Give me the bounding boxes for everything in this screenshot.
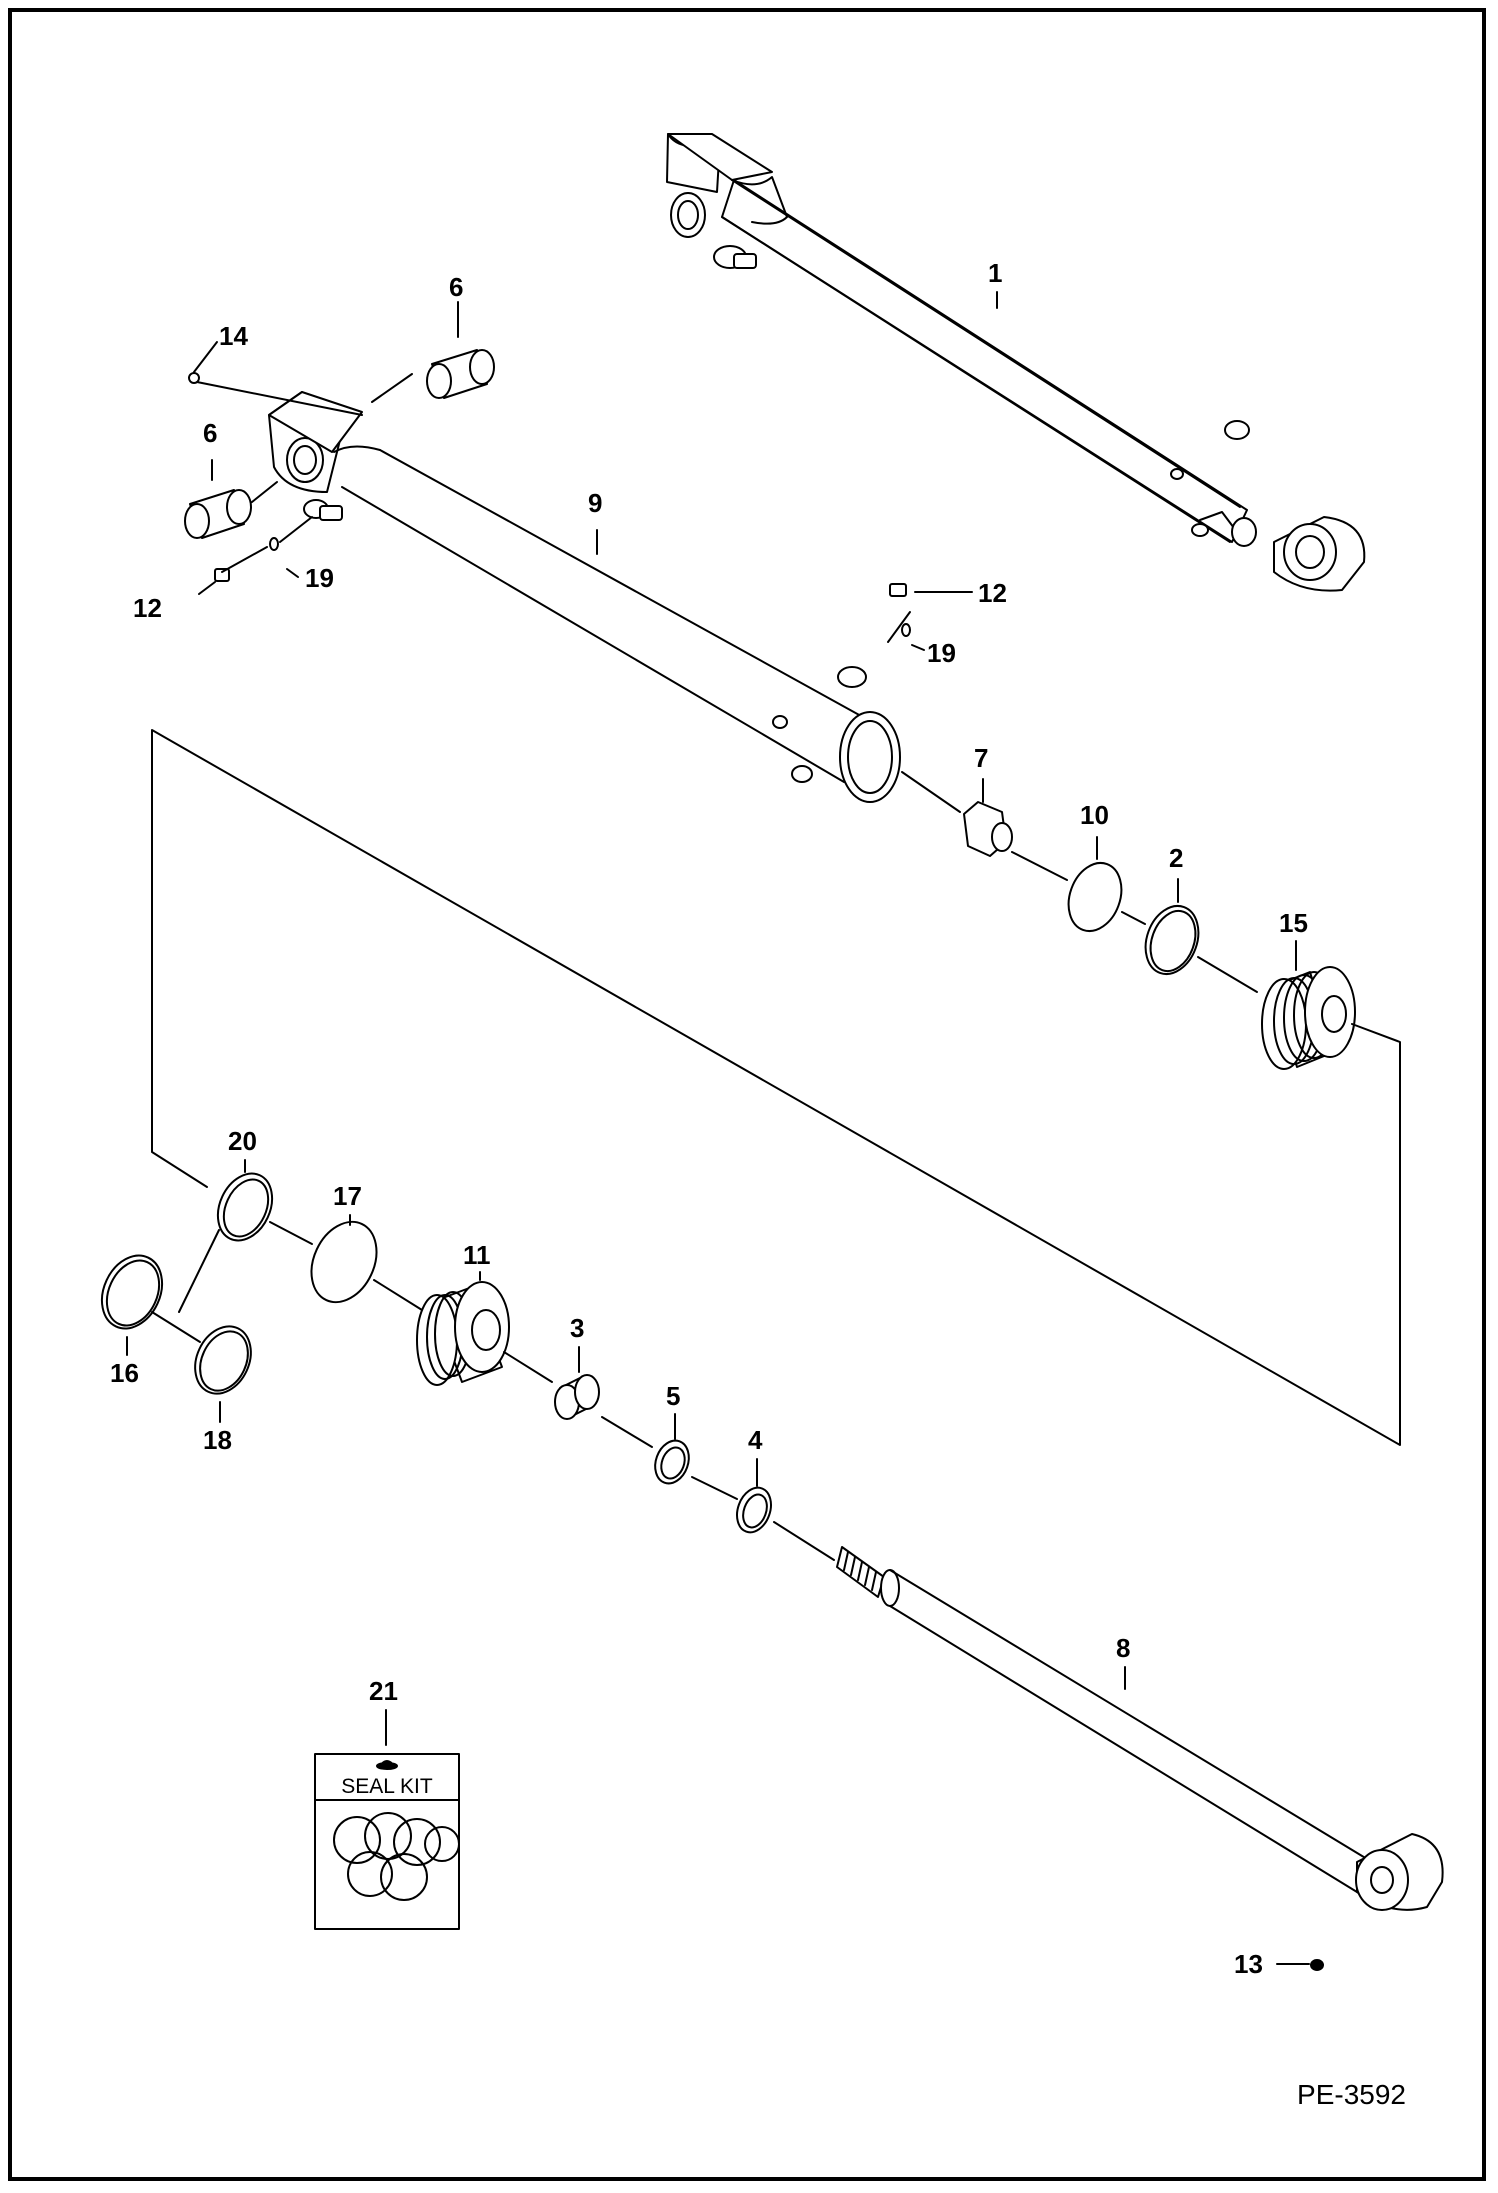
backup-ring-16 xyxy=(100,1254,164,1330)
grease-fitting-13 xyxy=(1310,1959,1324,1971)
cylinder-barrel xyxy=(268,391,901,803)
drawing-number: PE-3592 xyxy=(1297,2079,1406,2110)
callout-12-right: 12 xyxy=(978,578,1007,608)
rod-guide xyxy=(416,1281,510,1386)
seal-ring-2-inner xyxy=(1149,909,1197,973)
bushing-top xyxy=(426,349,495,399)
rod-seal-5 xyxy=(654,1439,690,1485)
callout-21: 21 xyxy=(369,1676,398,1706)
callout-16: 16 xyxy=(110,1358,139,1388)
callout-15: 15 xyxy=(1279,908,1308,938)
wear-ring-20 xyxy=(216,1172,274,1242)
callout-9: 9 xyxy=(588,488,602,518)
backup-ring-10 xyxy=(1067,862,1123,932)
cylinder-assembly xyxy=(666,133,1366,592)
bushing-left xyxy=(184,489,252,539)
grease-fitting xyxy=(188,372,200,384)
callout-17: 17 xyxy=(333,1181,362,1211)
wiper-4 xyxy=(736,1486,772,1534)
callout-5: 5 xyxy=(666,1381,680,1411)
piston-nut xyxy=(963,801,1013,857)
backup-ring-16-inner xyxy=(105,1259,161,1327)
bushing-3 xyxy=(554,1374,600,1420)
callout-13: 13 xyxy=(1234,1949,1263,1979)
wear-ring-20-inner xyxy=(222,1178,270,1238)
o-ring-right xyxy=(901,623,911,637)
callout-2: 2 xyxy=(1169,843,1183,873)
exploded-parts-diagram: 1 14 6 6 9 19 12 12 19 7 10 2 15 20 17 1… xyxy=(100,133,1444,1979)
callout-7: 7 xyxy=(974,743,988,773)
diagram-sheet: 1 14 6 6 9 19 12 12 19 7 10 2 15 20 17 1… xyxy=(8,8,1486,2181)
o-ring-left xyxy=(269,537,279,551)
callout-19-left: 19 xyxy=(305,563,334,593)
callout-20: 20 xyxy=(228,1126,257,1156)
piston-rod xyxy=(836,1546,1444,1911)
plug-left xyxy=(214,568,230,582)
plug-right xyxy=(889,583,907,597)
o-ring-17 xyxy=(310,1220,378,1304)
seal-kit-label: SEAL KIT xyxy=(341,1775,433,1798)
callout-6-left: 6 xyxy=(203,418,217,448)
seal-ring-2 xyxy=(1144,905,1200,975)
rod-seal-5-inner xyxy=(660,1446,686,1480)
callout-11: 11 xyxy=(463,1240,491,1270)
callout-6-top: 6 xyxy=(449,272,463,302)
callout-18: 18 xyxy=(203,1425,232,1455)
wiper-4-inner xyxy=(742,1493,768,1529)
callout-12-left: 12 xyxy=(133,593,162,623)
callout-1: 1 xyxy=(988,258,1002,288)
piston xyxy=(1261,966,1356,1070)
callout-10: 10 xyxy=(1080,800,1109,830)
callout-3: 3 xyxy=(570,1313,584,1343)
callout-19-right: 19 xyxy=(927,638,956,668)
callout-4: 4 xyxy=(748,1425,763,1455)
o-ring-18-inner xyxy=(199,1330,249,1392)
callout-14: 14 xyxy=(219,321,248,351)
o-ring-18 xyxy=(194,1325,252,1395)
seal-kit xyxy=(314,1753,460,1930)
callout-8: 8 xyxy=(1116,1633,1130,1663)
